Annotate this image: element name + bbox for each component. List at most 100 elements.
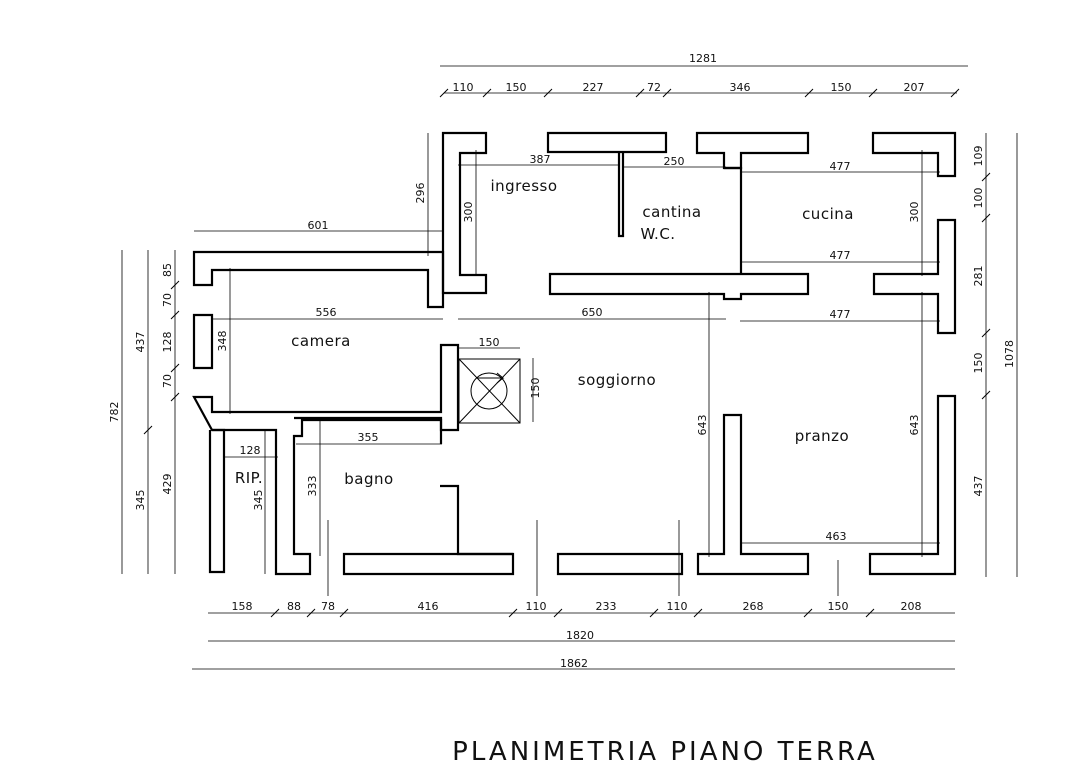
stair-symbol (458, 358, 521, 424)
wall-cucina-left (724, 166, 743, 274)
walls (192, 131, 957, 576)
dim-label: 70 (161, 374, 174, 388)
dim-tick (950, 88, 960, 98)
wall-cucina-tpost (695, 131, 810, 170)
room-label-wc: W.C. (640, 225, 675, 243)
dim-label: 345 (134, 490, 147, 511)
room-label-cucina: cucina (802, 205, 854, 223)
dim-tick (981, 328, 991, 338)
room-label-camera: camera (291, 332, 351, 350)
wall-bagno-partition (440, 484, 513, 556)
dim-tick (635, 88, 645, 98)
dim-tick (662, 88, 672, 98)
dim-label: 348 (216, 331, 229, 352)
dim-label: 150 (828, 600, 849, 613)
dim-label: 208 (901, 600, 922, 613)
wall-cantina-partition (617, 152, 625, 238)
dim-tick (981, 213, 991, 223)
dim-label: 1820 (566, 629, 594, 642)
dim-label: 782 (108, 402, 121, 423)
dim-label: 437 (134, 332, 147, 353)
dim-tick (508, 608, 518, 618)
dim-label: 233 (596, 600, 617, 613)
dim-label: 300 (462, 202, 475, 223)
dim-label: 110 (453, 81, 474, 94)
dim-label: 227 (583, 81, 604, 94)
dim-label: 650 (582, 306, 603, 319)
dimension-lines (121, 65, 1018, 670)
wall-camera-top (192, 250, 445, 309)
dim-label: 296 (414, 183, 427, 204)
wall-camera-bottom (192, 343, 460, 576)
dim-label: 300 (908, 202, 921, 223)
wall-cantina-bottom (548, 272, 810, 301)
wall-bottom-middle (556, 552, 684, 576)
stair-arrow (476, 372, 505, 384)
dim-label: 345 (252, 490, 265, 511)
dim-label: 70 (161, 293, 174, 307)
wall-pranzo-left (696, 413, 810, 576)
dim-tick (482, 88, 492, 98)
dim-tick (543, 88, 553, 98)
dim-tick (170, 310, 180, 320)
dim-tick (143, 425, 153, 435)
dim-tick (170, 363, 180, 373)
dim-tick (170, 392, 180, 402)
dim-label: 100 (972, 188, 985, 209)
dim-label: 88 (287, 600, 301, 613)
dim-label: 601 (308, 219, 329, 232)
page-title: PLANIMETRIA PIANO TERRA (452, 737, 878, 767)
dim-label: 128 (161, 332, 174, 353)
dim-label: 281 (972, 266, 985, 287)
wall-bagno-top (294, 416, 443, 444)
dim-label: 346 (730, 81, 751, 94)
dim-label: 333 (306, 476, 319, 497)
wall-top-right (871, 131, 957, 178)
dim-label: 72 (647, 81, 661, 94)
wall-right-upper (872, 218, 957, 335)
dim-label: 429 (161, 474, 174, 495)
dim-label: 1862 (560, 657, 588, 670)
dim-label: 556 (316, 306, 337, 319)
room-labels: ingresso cantina W.C. cucina camera sogg… (235, 177, 854, 488)
dim-tick (439, 88, 449, 98)
dim-label: 463 (826, 530, 847, 543)
dim-tick (339, 608, 349, 618)
wall-cantina-top (546, 131, 668, 154)
dimension-labels: 1281 110 150 227 72 346 150 207 387 250 … (108, 52, 1016, 670)
room-label-rip: RIP. (235, 469, 263, 487)
dim-label: 109 (972, 146, 985, 167)
dim-label: 110 (667, 600, 688, 613)
room-label-soggiorno: soggiorno (578, 371, 656, 389)
dim-label: 85 (161, 263, 174, 277)
dim-label: 150 (831, 81, 852, 94)
room-label-pranzo: pranzo (795, 427, 849, 445)
room-label-cantina: cantina (642, 203, 701, 221)
dim-tick (270, 608, 280, 618)
room-label-bagno: bagno (344, 470, 393, 488)
wall-left-pier (192, 313, 214, 370)
dim-label: 158 (232, 600, 253, 613)
dim-tick (693, 608, 703, 618)
dim-label: 150 (529, 378, 542, 399)
dim-label: 477 (830, 308, 851, 321)
dim-label: 78 (321, 600, 335, 613)
wall-ingresso-left (441, 131, 488, 295)
dim-label: 1078 (1003, 340, 1016, 368)
wall-right-lower (868, 394, 957, 576)
dim-tick (981, 390, 991, 400)
dim-label: 150 (479, 336, 500, 349)
dim-tick (306, 608, 316, 618)
dim-label: 268 (743, 600, 764, 613)
dim-tick (649, 608, 659, 618)
dim-label: 437 (972, 476, 985, 497)
dim-tick (553, 608, 563, 618)
dim-label: 150 (972, 353, 985, 374)
dim-label: 150 (506, 81, 527, 94)
dim-label: 643 (908, 415, 921, 436)
wall-rip (208, 428, 226, 574)
stair-diag-2 (458, 358, 521, 424)
dim-label: 110 (526, 600, 547, 613)
dim-tick (865, 608, 875, 618)
